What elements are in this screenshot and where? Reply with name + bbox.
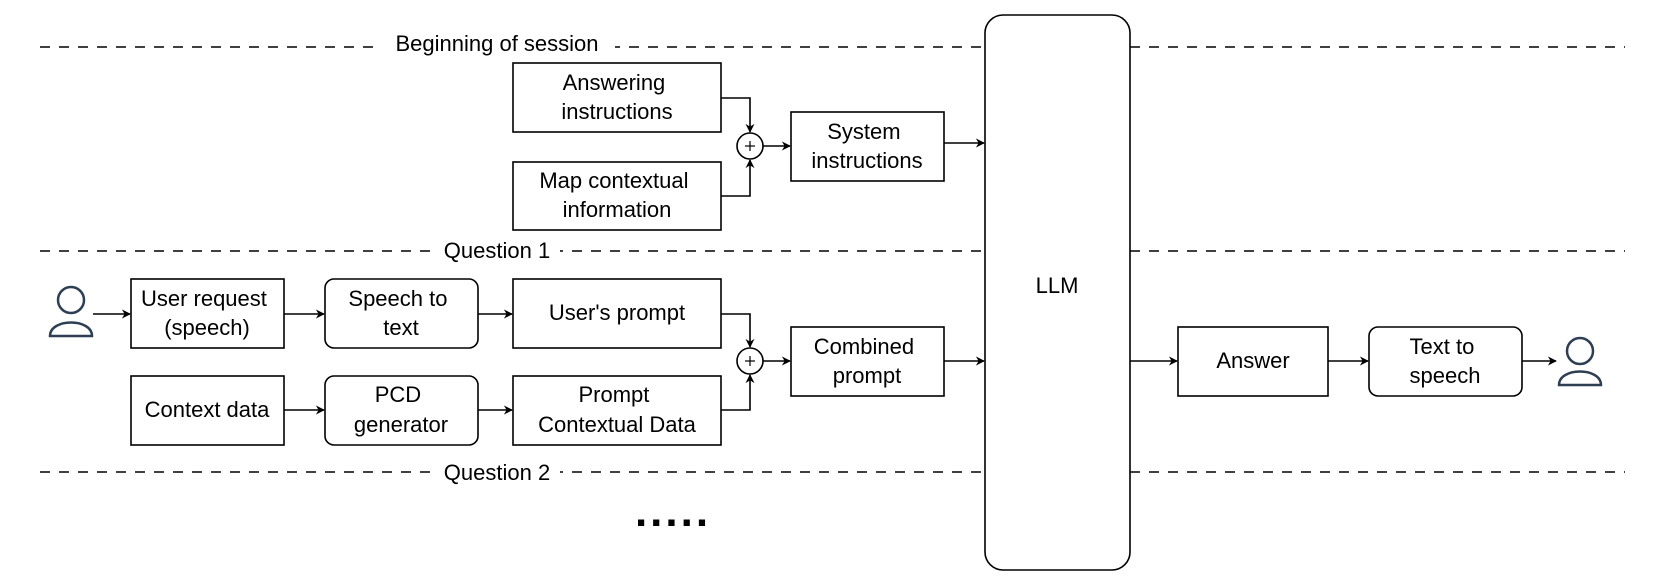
svg-text:User's prompt: User's prompt — [549, 300, 685, 325]
separator-question-1-label: Question 1 — [444, 238, 550, 263]
user-request-line-2: (speech) — [164, 315, 250, 340]
svg-text:Context data: Context data — [145, 397, 271, 422]
text-to-speech-line-1: Text to — [1410, 334, 1475, 359]
plus-circle-icon — [736, 132, 764, 160]
speech-to-text-box: Speech to text — [324, 278, 479, 349]
pcd-generator-line-2: generator — [354, 412, 448, 437]
answer-label: Answer — [1216, 348, 1289, 373]
combined-prompt-box: Combined prompt — [790, 326, 945, 397]
llm-label: LLM — [1036, 273, 1079, 298]
answer-box: Answer — [1177, 326, 1329, 397]
speech-to-text-line-2: text — [383, 315, 418, 340]
separator-question-1: Question 1 — [435, 235, 560, 265]
answering-instructions-box: Answering instructions — [512, 62, 722, 133]
map-contextual-information-line-1: Map contextual — [539, 168, 688, 193]
combined-prompt-line-1: Combined — [814, 334, 914, 359]
system-arrows — [721, 97, 985, 197]
prompt-contextual-data-line-2: Contextual Data — [538, 412, 697, 437]
user-request-line-1: User request — [141, 286, 267, 311]
map-contextual-information-box: Map contextual information — [512, 161, 722, 231]
combined-prompt-line-2: prompt — [833, 363, 901, 388]
system-instructions-line-2: instructions — [811, 148, 922, 173]
separator-beginning: Beginning of session — [380, 30, 615, 60]
system-instructions-line-1: System — [827, 119, 900, 144]
separator-lines — [40, 46, 1625, 473]
llm-box: LLM — [984, 14, 1131, 571]
plus-circle-icon — [736, 347, 764, 375]
svg-text:User request (speech): User request (speech) — [141, 286, 273, 340]
answering-instructions-line-2: instructions — [561, 99, 672, 124]
answering-instructions-line-1: Answering — [563, 70, 666, 95]
user-icon — [48, 285, 94, 338]
svg-text:Answer: Answer — [1216, 348, 1289, 373]
speech-to-text-line-1: Speech to — [348, 286, 447, 311]
question-arrows — [93, 309, 985, 415]
svg-text:Text to speech: Text to speech — [1410, 334, 1481, 388]
map-contextual-information-line-2: information — [563, 197, 672, 222]
svg-text:Answering instructions: Answering instructions — [561, 70, 672, 124]
separator-question-2-label: Question 2 — [444, 460, 550, 485]
svg-text:Speech to text: Speech to text — [348, 286, 453, 340]
svg-text:Combined prompt: Combined prompt — [814, 334, 920, 388]
users-prompt-label: User's prompt — [549, 300, 685, 325]
svg-text:Map contextual informati: Map contextual information — [539, 168, 694, 222]
svg-text:PCD generator: PCD generator — [354, 382, 448, 437]
users-prompt-box: User's prompt — [512, 278, 722, 349]
svg-text:System instructions: System instructions — [811, 119, 922, 173]
user-icon — [1557, 336, 1603, 387]
separator-question-2: Question 2 — [435, 456, 560, 486]
pcd-generator-line-1: PCD — [375, 382, 421, 407]
svg-text:LLM: LLM — [1036, 273, 1079, 298]
pcd-generator-box: PCD generator — [324, 375, 479, 446]
prompt-contextual-data-box: Prompt Contextual Data — [512, 375, 722, 446]
system-instructions-box: System instructions — [790, 111, 945, 182]
prompt-contextual-data-line-1: Prompt — [578, 382, 649, 407]
user-request-box: User request (speech) — [130, 278, 285, 349]
text-to-speech-box: Text to speech — [1368, 326, 1523, 397]
continuation-ellipsis: ..... — [635, 487, 711, 536]
svg-text:Prompt Contextual Data: Prompt Contextual Data — [538, 382, 697, 437]
text-to-speech-line-2: speech — [1410, 363, 1481, 388]
context-data-box: Context data — [130, 375, 285, 446]
separator-beginning-label: Beginning of session — [395, 31, 598, 56]
context-data-label: Context data — [145, 397, 271, 422]
